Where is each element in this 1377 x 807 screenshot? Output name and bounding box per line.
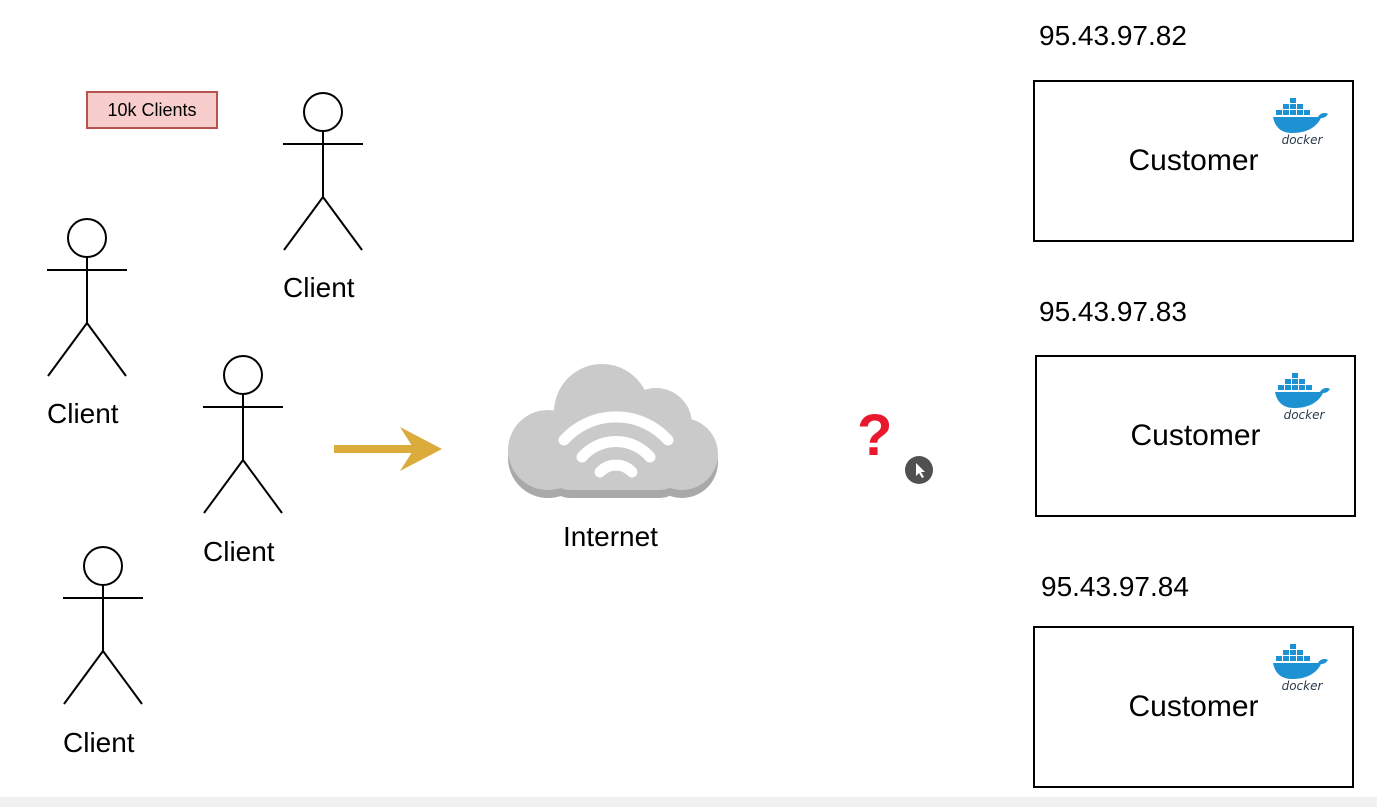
client-actor-icon bbox=[283, 92, 363, 251]
arrow-right-icon bbox=[334, 427, 442, 471]
docker-logo-icon: docker bbox=[1275, 373, 1330, 421]
client-actor-icon bbox=[47, 218, 127, 377]
client-label: Client bbox=[283, 272, 355, 303]
customer-container-box: docker Customer bbox=[1033, 80, 1354, 242]
internet-label: Internet bbox=[563, 521, 658, 552]
server-ip-label: 95.43.97.82 bbox=[1039, 20, 1187, 51]
docker-logo-icon: docker bbox=[1273, 644, 1328, 692]
client-actor-icon bbox=[203, 355, 283, 514]
docker-logo-text: docker bbox=[1284, 408, 1326, 421]
clients-count-badge: 10k Clients bbox=[86, 91, 218, 129]
customer-container-box: docker Customer bbox=[1035, 355, 1356, 517]
docker-logo-text: docker bbox=[1282, 133, 1324, 146]
customer-container-box: docker Customer bbox=[1033, 626, 1354, 788]
customer-label: Customer bbox=[1130, 419, 1261, 452]
docker-logo-text: docker bbox=[1282, 679, 1324, 692]
client-actor-icon bbox=[63, 546, 143, 705]
bottom-bar bbox=[0, 797, 1377, 807]
client-label: Client bbox=[63, 727, 135, 758]
server-ip-label: 95.43.97.83 bbox=[1039, 296, 1187, 327]
client-label: Client bbox=[203, 536, 275, 567]
internet-cloud-icon bbox=[508, 364, 718, 498]
server-ip-label: 95.43.97.84 bbox=[1041, 571, 1189, 602]
question-mark: ? bbox=[857, 403, 893, 468]
mouse-cursor-icon bbox=[905, 456, 933, 484]
docker-logo-icon: docker bbox=[1273, 98, 1328, 146]
customer-label: Customer bbox=[1128, 144, 1259, 177]
customer-label: Customer bbox=[1128, 690, 1259, 723]
client-label: Client bbox=[47, 398, 119, 429]
